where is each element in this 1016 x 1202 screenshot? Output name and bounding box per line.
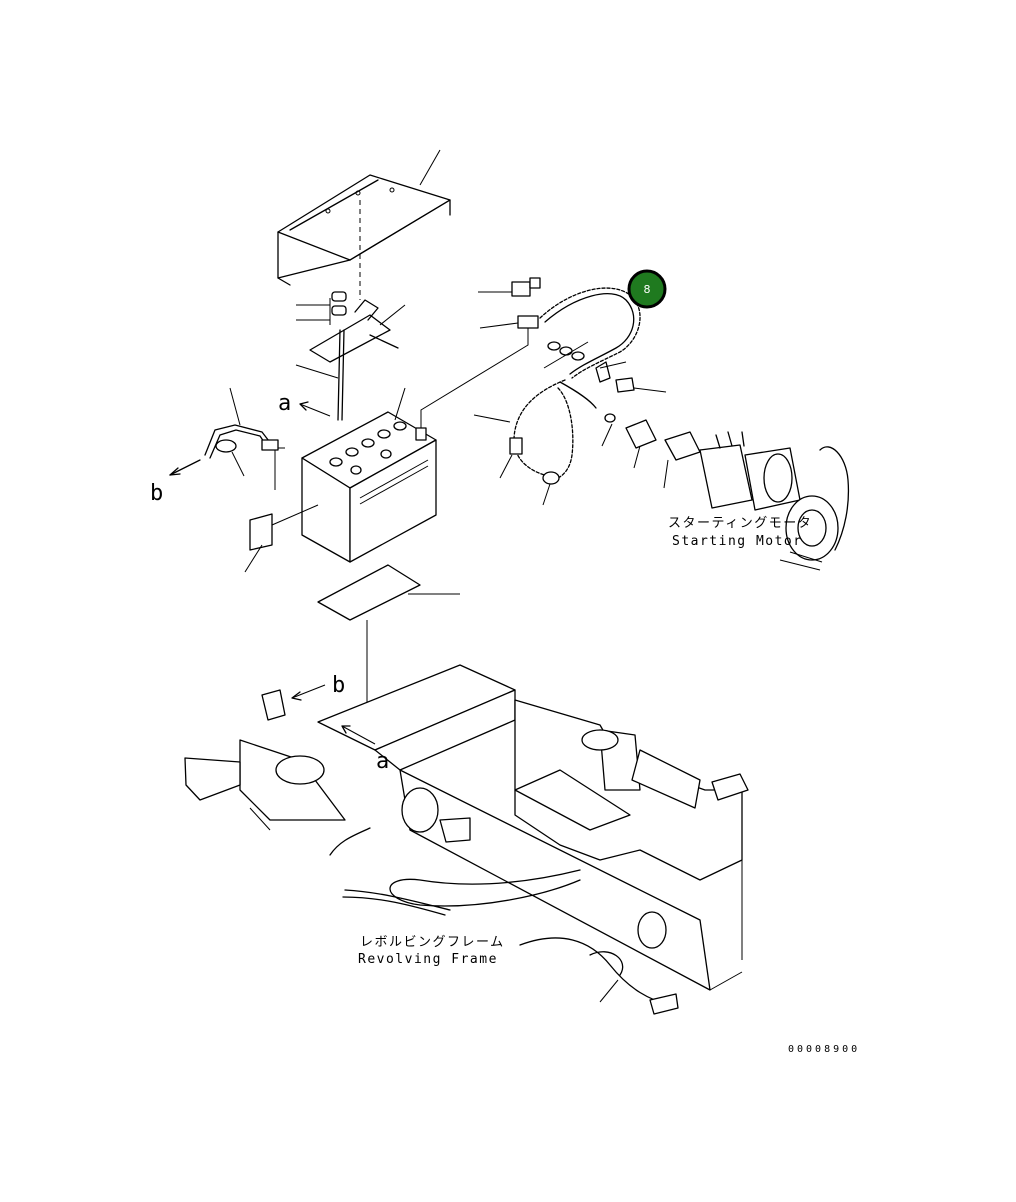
view-arrow-b-left: b [150,481,163,506]
battery-caps [329,421,407,475]
callout-number: 8 [644,283,651,296]
view-arrow-b-frame: b [291,673,345,701]
revolving-frame-label-jp: レボルビングフレーム [360,935,505,950]
view-label-b-left: b [150,481,163,506]
starter-cable-harness [473,277,669,506]
battery-cover [277,149,451,300]
drawing-code: 00008900 [788,1044,860,1055]
starting-motor-label-en: Starting Motor [672,534,803,549]
revolving-frame-label-en: Revolving Frame [358,952,498,967]
battery-labels [244,513,460,715]
starting-motor [664,431,850,571]
view-label-b-frame: b [332,673,345,698]
revolving-frame [184,664,749,1015]
battery [271,325,529,563]
callout-circle[interactable] [627,269,667,309]
view-arrow-a-top: a [278,391,331,417]
starting-motor-label-jp: スターティングモータ [668,516,812,531]
view-label-a-bottom: a [376,749,389,774]
callout-8[interactable]: 8 [627,269,667,309]
view-arrow-a-frame: a [341,725,389,774]
view-label-a-top: a [278,391,291,416]
ground-cable [169,387,279,477]
battery-hold-down [295,291,406,421]
